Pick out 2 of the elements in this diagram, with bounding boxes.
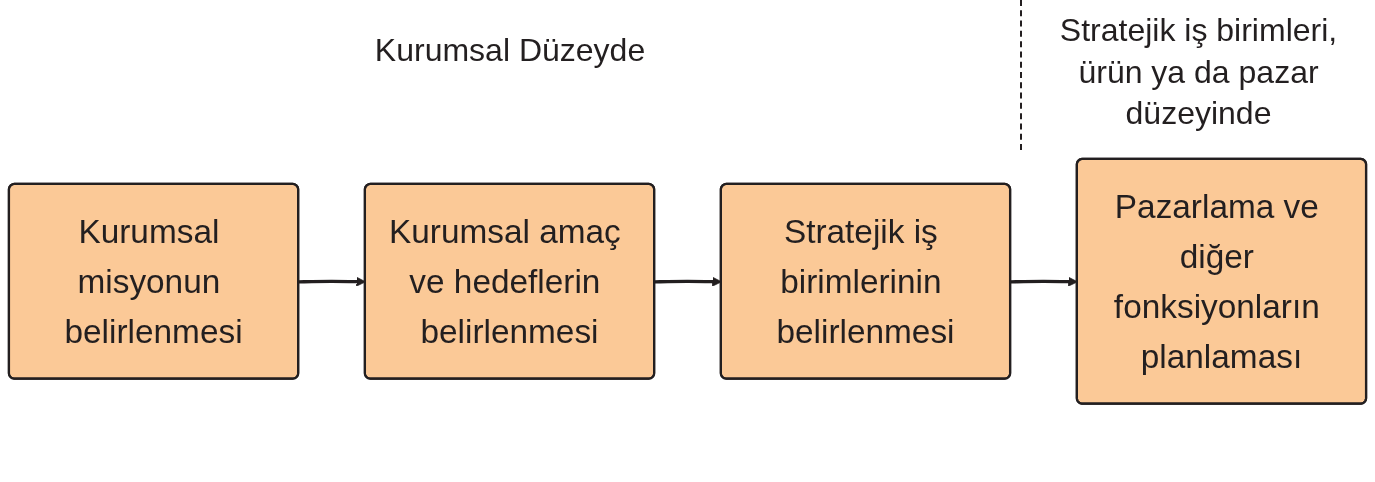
section-heading: Stratejik iş birimleri, ürün ya da pazar düzeyinde: [1058, 11, 1339, 134]
section-heading: Kurumsal Düzeyde: [374, 31, 646, 70]
